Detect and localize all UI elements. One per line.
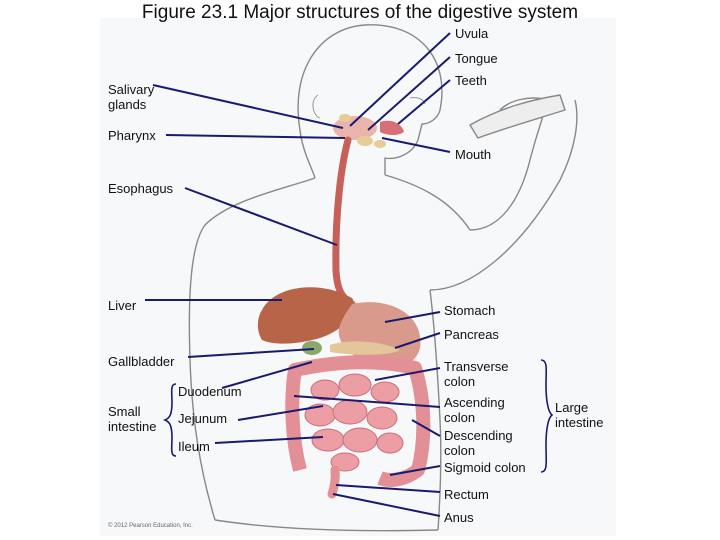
- label-anus: Anus: [444, 510, 474, 525]
- leader-esophagus: [184, 187, 338, 246]
- label-jejunum: Jejunum: [178, 411, 228, 426]
- leader-transverse-colon: [374, 367, 441, 381]
- esophagus-tube: [332, 136, 356, 308]
- label-salivary-glands: Salivary glands: [108, 82, 155, 112]
- label-small-intestine: Small intestine: [108, 404, 157, 434]
- label-uvula: Uvula: [455, 26, 489, 41]
- small-intestine-bracket: [162, 383, 177, 457]
- oral-cavity: [333, 114, 404, 148]
- label-large-intestine: Large intestine: [555, 400, 604, 430]
- leader-salivary-glands: [152, 84, 344, 129]
- leader-pharynx: [165, 134, 346, 139]
- gallbladder-organ: [302, 341, 322, 355]
- leader-jejunum: [237, 405, 324, 421]
- label-sigmoid-colon: Sigmoid colon: [444, 460, 526, 475]
- figure-title: Figure 23.1 Major structures of the dige…: [141, 2, 579, 23]
- leader-stomach: [384, 311, 441, 323]
- leader-rectum: [335, 484, 441, 493]
- label-pharynx: Pharynx: [108, 128, 156, 143]
- label-rectum: Rectum: [444, 487, 489, 502]
- label-esophagus: Esophagus: [108, 181, 174, 196]
- label-ascending-colon: Ascending colon: [444, 395, 505, 425]
- copyright-credit: © 2012 Pearson Education, Inc.: [108, 523, 193, 529]
- small-intestine-organ: [304, 373, 404, 472]
- leader-tongue: [367, 56, 451, 131]
- leader-gallbladder: [187, 348, 315, 358]
- leader-teeth: [397, 79, 451, 125]
- leader-pancreas: [394, 332, 441, 349]
- label-tongue: Tongue: [455, 51, 498, 66]
- label-teeth: Teeth: [455, 73, 487, 88]
- label-duodenum: Duodenum: [178, 384, 242, 399]
- leader-ascending-colon: [293, 395, 441, 408]
- label-gallbladder: Gallbladder: [108, 354, 175, 369]
- label-mouth: Mouth: [455, 147, 492, 162]
- label-stomach: Stomach: [444, 303, 496, 318]
- label-transverse-colon: Transverse colon: [444, 359, 509, 389]
- face-details: [312, 94, 426, 119]
- label-descending-colon: Descending colon: [444, 428, 513, 458]
- leader-sigmoid-colon: [389, 465, 441, 476]
- leader-ileum: [214, 436, 324, 444]
- body-outline: [188, 24, 578, 532]
- large-intestine-organ: [285, 355, 431, 487]
- label-liver: Liver: [108, 298, 137, 313]
- large-intestine-bracket: [540, 359, 554, 473]
- label-pancreas: Pancreas: [444, 327, 499, 342]
- rectum-organ: [327, 465, 340, 499]
- leader-descending-colon: [411, 419, 441, 437]
- brackets: [162, 359, 554, 473]
- label-ileum: Ileum: [178, 439, 210, 454]
- leader-lines: [145, 32, 451, 517]
- leader-uvula: [349, 32, 451, 127]
- pancreas-organ: [330, 341, 400, 355]
- leader-mouth: [381, 137, 451, 153]
- leader-duodenum: [221, 361, 313, 389]
- liver-organ: [257, 287, 355, 344]
- leader-anus: [332, 493, 441, 517]
